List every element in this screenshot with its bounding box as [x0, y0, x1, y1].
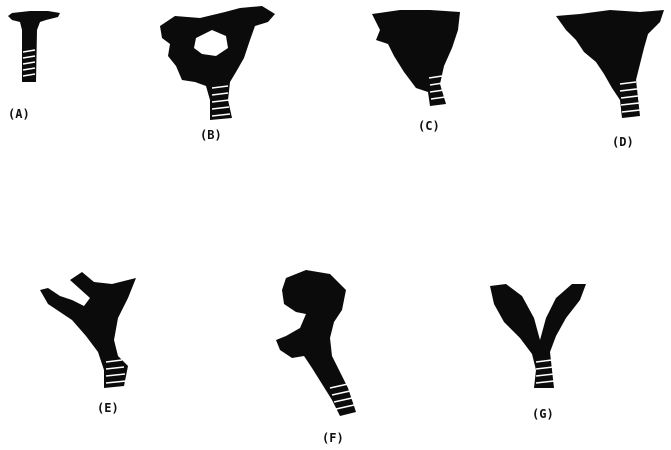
panel-label-d: (D)	[612, 135, 634, 149]
panel-label-a: (A)	[8, 107, 30, 121]
cast-shape-b	[160, 6, 275, 120]
cast-shape-e	[40, 272, 136, 388]
panel-f: (F)	[276, 270, 356, 445]
panel-label-g: (G)	[532, 407, 554, 421]
panel-c: (C)	[372, 10, 460, 133]
panel-label-e: (E)	[97, 401, 119, 415]
panel-a: (A)	[8, 11, 60, 121]
cast-shape-g	[490, 284, 586, 388]
panel-label-f: (F)	[322, 431, 344, 445]
cast-shape-d	[556, 10, 664, 118]
panel-label-c: (C)	[418, 119, 440, 133]
panel-b: (B)	[160, 6, 275, 142]
panel-d: (D)	[556, 10, 664, 149]
cast-shape-c	[372, 10, 460, 106]
cast-shape-a	[8, 11, 60, 82]
cast-shape-f	[276, 270, 356, 416]
panel-e: (E)	[40, 272, 136, 415]
panel-g: (G)	[490, 284, 586, 421]
panel-label-b: (B)	[200, 128, 222, 142]
